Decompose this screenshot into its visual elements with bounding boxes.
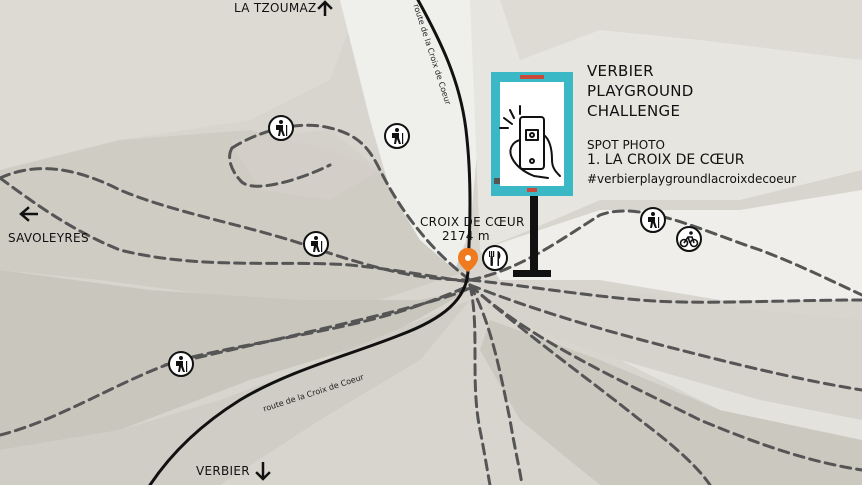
roads [148,0,472,485]
hiker-icon[interactable] [268,115,294,141]
arrow-up-icon [317,0,333,16]
spot-name: 1. LA CROIX DE CŒUR [587,152,745,168]
hiker-icon[interactable] [168,351,194,377]
hiker-icon[interactable] [303,231,329,257]
summit-name: CROIX DE CŒUR [420,215,525,229]
challenge-title-line2: PLAYGROUND [587,82,694,100]
photo-board [491,72,573,196]
place-savoleyres[interactable]: SAVOLEYRES [8,231,89,245]
place-verbier[interactable]: VERBIER [196,464,250,478]
fork-knife-icon[interactable] [482,245,508,271]
challenge-title-line1: VERBIER [587,62,654,80]
spot-hashtag[interactable]: #verbierplaygroundlacroixdecoeur [587,172,797,186]
bike-icon[interactable] [676,226,702,252]
photo-spot-stand [513,195,551,277]
map-pin-icon[interactable] [458,248,478,272]
selfie-phone-icon [499,105,561,179]
arrow-left-icon [19,206,38,222]
place-la-tzoumaz[interactable]: LA TZOUMAZ [234,1,317,15]
challenge-title-line3: CHALLENGE [587,102,681,120]
hiker-icon[interactable] [384,123,410,149]
summit-elevation: 2174 m [442,229,490,243]
arrow-down-icon [255,462,271,481]
spot-photo-label: SPOT PHOTO [587,138,665,152]
hiker-icon[interactable] [640,207,666,233]
